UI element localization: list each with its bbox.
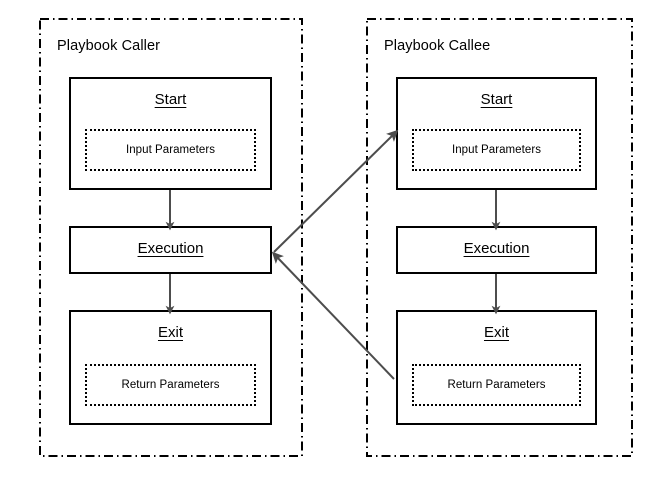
node-title-caller-exit: Exit bbox=[157, 324, 183, 341]
param-label-caller-exit: Return Parameters bbox=[121, 379, 220, 391]
param-label-callee-start: Input Parameters bbox=[451, 144, 541, 156]
param-box-callee-exit: Return Parameters bbox=[412, 364, 581, 406]
container-title-caller: Playbook Caller bbox=[57, 38, 161, 54]
node-caller-start[interactable] bbox=[69, 77, 272, 190]
node-callee-execution[interactable] bbox=[396, 226, 597, 274]
node-title-caller-start: Start bbox=[154, 91, 187, 108]
container-title-callee: Playbook Callee bbox=[384, 38, 491, 54]
param-box-caller-exit: Return Parameters bbox=[85, 364, 256, 406]
param-label-callee-exit: Return Parameters bbox=[447, 379, 546, 391]
param-box-caller-start: Input Parameters bbox=[85, 129, 256, 171]
node-title-caller-execution: Execution bbox=[137, 240, 204, 257]
param-box-callee-start: Input Parameters bbox=[412, 129, 581, 171]
node-caller-execution[interactable] bbox=[69, 226, 272, 274]
node-title-callee-exit: Exit bbox=[483, 324, 509, 341]
node-callee-start[interactable] bbox=[396, 77, 597, 190]
param-label-caller-start: Input Parameters bbox=[125, 144, 215, 156]
node-title-callee-execution: Execution bbox=[463, 240, 530, 257]
node-title-callee-start: Start bbox=[480, 91, 513, 108]
